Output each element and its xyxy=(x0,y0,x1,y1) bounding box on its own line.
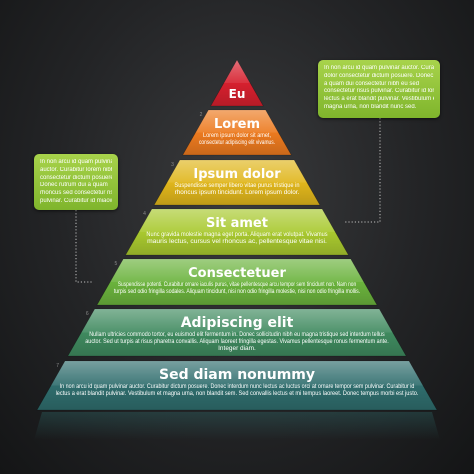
callout-right-line: lectus a erat blandit pulvinar. Vestibul… xyxy=(324,96,434,103)
tier-title: Adipiscing elit xyxy=(181,315,294,331)
tier-gloss xyxy=(37,361,437,410)
callout-right-line: a quam dui consectetur nibh eu sed xyxy=(324,80,420,87)
tier-description-line: auctor. Sed ut turpis at risus pharetra … xyxy=(85,339,389,345)
callout-left: In non arcu id quam pulvinar auctor. Cur… xyxy=(34,154,118,210)
tier-description-line: Nunc gravida molestie magna eget porta. … xyxy=(146,232,327,238)
tier-title: Sit amet xyxy=(206,216,268,231)
tier-description-line: mauris lectus, cursus vel rhoncus ac, pe… xyxy=(147,239,327,245)
callout-left-line: rhoncus sed consectetur risus xyxy=(40,190,112,197)
connector-right xyxy=(345,118,381,223)
tier-gloss xyxy=(182,110,292,155)
callout-left-line: In non arcu id quam pulvinar xyxy=(40,159,112,165)
tier-number: 4 xyxy=(143,211,146,217)
tier-description-line: Suspendisse semper libero vitae purus tr… xyxy=(174,183,299,189)
tier-description-line: rhoncus ipsum tincidunt. Lorem ipsum dol… xyxy=(175,190,300,196)
tier-number: 5 xyxy=(115,261,118,267)
pyramid-tier: Eu xyxy=(210,59,264,107)
tier-gloss xyxy=(210,60,264,106)
tier-description-line: turpis sed odio fringilla sodales. Aliqu… xyxy=(114,289,361,295)
tier-number: 3 xyxy=(171,162,174,168)
callout-left-line: Donec rutrum dui a quam xyxy=(40,182,108,189)
tier-title: Lorem xyxy=(214,117,260,132)
connector-left xyxy=(75,210,92,283)
tier-description-line: Integer diam. xyxy=(218,346,256,352)
callout-left-line: consectetur dictum posuere. xyxy=(40,174,112,181)
base-reflection xyxy=(34,412,440,440)
tier-gloss xyxy=(97,259,377,305)
callout-left-line: auctor. Curabitur lorem nibh xyxy=(40,166,112,173)
tier-number: 7 xyxy=(56,363,59,369)
tier-number: 6 xyxy=(86,311,89,317)
tier-description-line: Suspendisse potenti. Curabitur ornare ia… xyxy=(118,282,356,288)
tier-gloss xyxy=(154,160,320,205)
callout-right-line: magna urna, non blandit nunc sed. xyxy=(324,103,417,110)
tier-description-line: In non arcu id quam pulvinar auctor. Cur… xyxy=(60,384,415,390)
tier-title: Sed diam nonummy xyxy=(159,367,315,383)
callout-right-line: dolor consectetur dictum posuere. Donec … xyxy=(324,72,434,79)
tier-title: Ipsum dolor xyxy=(193,167,281,182)
callout-right-line: consectetur risus pulvinar. Curabitur id… xyxy=(324,88,434,95)
tier-description-line: Nullam ultricies commodo tortor, eu euis… xyxy=(89,332,384,338)
tier-number: 2 xyxy=(200,112,203,118)
tier-title: Consectetuer xyxy=(188,266,286,281)
callout-right: In non arcu id quam pulvinar auctor. Cur… xyxy=(318,60,440,118)
tier-gloss xyxy=(125,209,349,255)
tier-gloss xyxy=(67,309,407,356)
tier-description-line: consectetur adipiscing elit vivamus. xyxy=(199,140,275,146)
tier-title: Eu xyxy=(229,87,246,101)
tier-description-line: lectus a erat blandit pulvinar. Vestibul… xyxy=(56,391,419,397)
callout-right-line: In non arcu id quam pulvinar auctor. Cur… xyxy=(324,65,434,71)
callout-left-line: pulvinar. Curabitur id miaow. xyxy=(40,197,112,204)
tier-description-line: Lorem ipsum dolor sit amet, xyxy=(203,133,271,139)
